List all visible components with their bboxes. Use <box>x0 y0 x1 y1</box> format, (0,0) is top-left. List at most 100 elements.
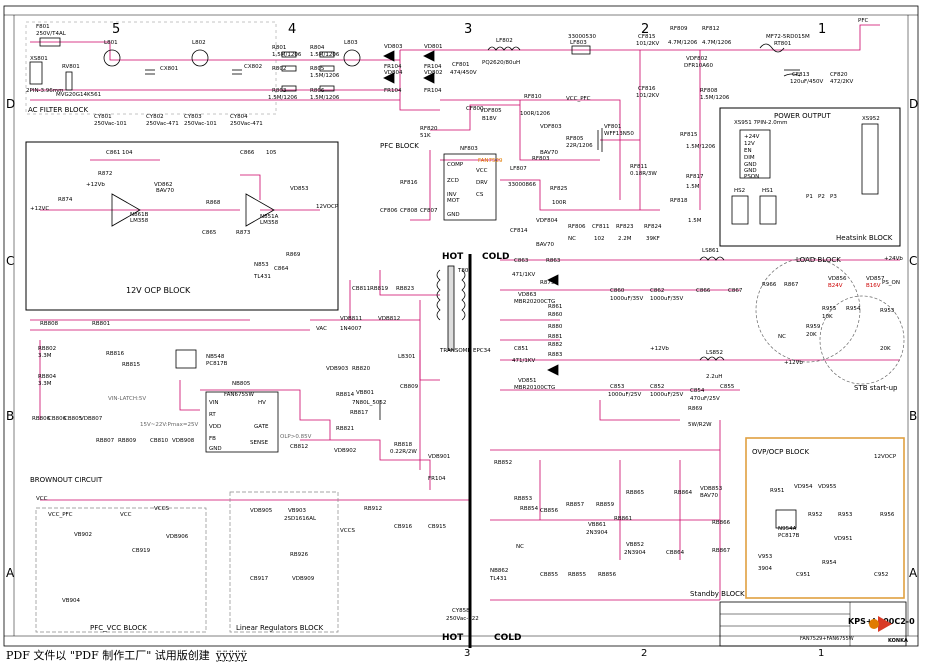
lbl-cy801: CY801 <box>94 114 112 120</box>
lbl-bav70-pfc: BAV70 <box>540 150 558 156</box>
title-block-box <box>719 601 907 647</box>
lbl-lf807: LF807 <box>510 166 527 172</box>
title-pfc-vcc: PFC_VCC BLOCK <box>90 624 147 632</box>
res-r801 <box>281 51 297 58</box>
ic-nb805 <box>205 391 279 453</box>
lbl-mf72: MF72-5RD015M <box>766 34 810 40</box>
lbl-pin-fb: FB <box>209 436 216 442</box>
power-output-box <box>719 107 901 247</box>
lbl-rb864: RB864 <box>674 490 693 496</box>
lbl-rb854: RB854 <box>520 506 539 512</box>
ntc-rt801 <box>759 43 785 53</box>
lbl-olp: OLP>0.85V <box>280 434 312 440</box>
lbl-pin-vdd: VDD <box>209 424 221 430</box>
lbl-cf815v: 101/2KV <box>636 41 659 47</box>
component-labels: F801 250V/T4AL XS801 RV801 MVG20G14K561 … <box>26 18 903 622</box>
lbl-cb805: CB805 <box>64 416 83 422</box>
lbl-c852: C852 <box>650 384 664 390</box>
lbl-fr104-b: FR104 <box>384 88 402 94</box>
lbl-vdf805: VDF805 <box>480 108 502 114</box>
lbl-vdb903: VDB903 <box>326 366 349 372</box>
watermark-link[interactable]: ÿÿÿÿÿ <box>215 649 247 662</box>
lbl-rf812: RF812 <box>702 26 719 32</box>
lbl-vdb853: VDB853 <box>700 486 723 492</box>
lbl-l803: L803 <box>344 40 358 46</box>
lbl-l801: L801 <box>104 40 118 46</box>
lbl-t801v: TRANSOMR EPC34 <box>439 348 491 354</box>
lbl-r966: R966 <box>762 282 777 288</box>
lbl-r804: R804 <box>310 45 325 51</box>
lbl-p2: P2 <box>818 194 825 200</box>
lbl-c860: C860 <box>610 288 625 294</box>
lbl-pfc-node: PFC <box>858 18 868 24</box>
lbl-r954b: R954 <box>822 560 837 566</box>
title-heatsink: Heatsink BLOCK <box>836 234 893 242</box>
lbl-cb917: CB917 <box>250 576 269 582</box>
lbl-c855: C855 <box>720 384 735 390</box>
lbl-vb903v: 2SD1616AL <box>284 516 317 522</box>
lbl-vdb811: VDB811 <box>340 316 362 322</box>
lbl-v470u: 470uF/25V <box>690 396 720 402</box>
title-linear-reg: Linear Regulators BLOCK <box>236 624 324 632</box>
lbl-pin-hv: HV <box>258 400 266 406</box>
lbl-rb853: RB853 <box>514 496 533 502</box>
ic-nf803 <box>443 153 497 221</box>
ocp12-box <box>25 141 339 311</box>
lbl-r959: R959 <box>806 324 821 330</box>
lbl-cb915: CB915 <box>428 524 447 530</box>
title-model: FAN7529+FAN6755W <box>800 636 854 642</box>
opto-nb548 <box>175 349 197 369</box>
title-load: LOAD BLOCK <box>796 256 841 264</box>
lbl-ac-conn: 2PIN-3.96mm <box>26 88 64 94</box>
watermark-text: PDF 文件以 "PDF 制作工厂" 试用版创建 <box>6 649 210 662</box>
lbl-r954: R954 <box>846 306 861 312</box>
zone-a-right: A <box>909 566 918 580</box>
lbl-rb855: RB855 <box>568 572 587 578</box>
lbl-lm358-b: LM358 <box>260 220 279 226</box>
lbl-c866: C866 <box>240 150 255 156</box>
title-brand: KONKA <box>888 638 908 644</box>
lbl-rf815v: 1.5M/1206 <box>686 144 716 150</box>
lbl-cf801v: 474/450V <box>450 70 477 76</box>
res-r804 <box>319 51 335 58</box>
linear-reg-box <box>229 491 339 633</box>
lbl-lf802: LF802 <box>496 38 513 44</box>
title-standby: Standby BLOCK <box>690 590 745 598</box>
lbl-rf815: RF815 <box>680 132 698 138</box>
lbl-rb857: RB857 <box>566 502 585 508</box>
lbl-rb819: RB819 <box>370 286 389 292</box>
lbl-hs2: HS2 <box>734 188 745 194</box>
lbl-rb809: RB809 <box>118 438 137 444</box>
lbl-conn-pin-1: +24V <box>744 134 760 140</box>
lbl-r805: R805 <box>310 66 325 72</box>
lbl-vdb807: VDB807 <box>80 416 103 422</box>
lbl-conn-pin-6: GND <box>744 168 757 174</box>
zone-2: 2 <box>641 22 649 37</box>
lbl-r882: R882 <box>548 342 562 348</box>
lbl-lm358-a: LM358 <box>130 218 149 224</box>
lbl-vdf803: VDF803 <box>540 124 562 130</box>
diode-vd802 <box>423 72 435 84</box>
lbl-pin-gate: GATE <box>254 424 269 430</box>
lbl-r883: R883 <box>548 352 563 358</box>
lbl-cy804: CY804 <box>230 114 248 120</box>
lbl-r869v: 5W/R2W <box>688 422 712 428</box>
lbl-vf801v: WFF13N50 <box>604 131 634 137</box>
zone-4: 4 <box>288 22 296 37</box>
lbl-rb801: RB801 <box>92 321 110 327</box>
lbl-cy801v: 250Vac-101 <box>94 121 127 127</box>
lbl-c851: C851 <box>514 346 528 352</box>
diode-vd803 <box>383 50 395 62</box>
lbl-lf802v: PQ2620/80uH <box>482 60 520 66</box>
lbl-cx802: CX802 <box>244 64 262 70</box>
lbl-rb852: RB852 <box>494 460 512 466</box>
lbl-p12vb3: +12Vb <box>784 360 803 366</box>
inductor-ls852 <box>699 356 725 361</box>
lbl-r872: R872 <box>98 171 112 177</box>
lbl-vd803: VD803 <box>384 44 403 50</box>
lbl-r956: R956 <box>880 512 895 518</box>
zone-a-left: A <box>6 566 15 580</box>
cold-label-top: COLD <box>482 252 509 262</box>
opamp-n851a <box>245 193 275 227</box>
lbl-vdf805v: B18V <box>482 116 497 122</box>
